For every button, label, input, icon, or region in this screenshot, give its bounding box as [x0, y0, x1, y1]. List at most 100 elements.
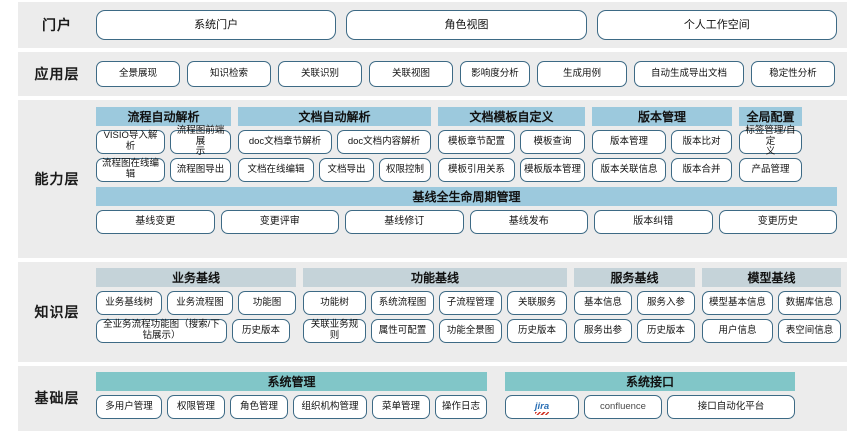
know-fn-r1-3[interactable]: 历史版本	[507, 319, 567, 343]
group-title-system-interface: 系统接口	[505, 372, 795, 391]
knowledge-group-business: 业务基线 业务基线树 业务流程图 功能图 全业务流程功能图（搜索/下 钻展示） …	[96, 268, 296, 357]
layer-body-foundation: 系统管理 多用户管理 权限管理 角色管理 组织机构管理 菜单管理 操作日志 系统…	[96, 366, 847, 431]
base-sys-0[interactable]: 多用户管理	[96, 395, 162, 419]
know-fn-r1-2[interactable]: 功能全景图	[439, 319, 502, 343]
portal-item-2[interactable]: 个人工作空间	[596, 10, 837, 40]
cap-doc-r1-2[interactable]: 权限控制	[379, 158, 431, 182]
group-title-version: 版本管理	[592, 107, 732, 126]
layer-body-portal: 系统门户 角色视图 个人工作空间	[96, 10, 847, 40]
group-title-global: 全局配置	[739, 107, 802, 126]
cap-ver-r0-1[interactable]: 版本比对	[671, 130, 732, 154]
baseline-item-5[interactable]: 变更历史	[718, 210, 837, 234]
group-title-business-baseline: 业务基线	[96, 268, 296, 287]
capability-groups: 流程自动解析 VISIO导入解析 流程图前端展 示 流程图在线编辑 流程图导出 …	[96, 107, 837, 182]
portal-item-1[interactable]: 角色视图	[346, 10, 587, 40]
cap-doc-r1-0[interactable]: 文档在线编辑	[238, 158, 314, 182]
know-svc-r0-0[interactable]: 基本信息	[574, 291, 632, 315]
jira-logo: jira	[534, 400, 550, 416]
layer-label-portal: 门户	[42, 16, 72, 33]
knowledge-group-model: 模型基线 模型基本信息 数据库信息 用户信息 表空间信息	[702, 268, 841, 357]
baseline-item-4[interactable]: 版本纠错	[594, 210, 713, 234]
capability-group-template: 文档模板自定义 模板章节配置 模板查询 模板引用关系 模板版本管理	[438, 107, 585, 182]
cap-ver-r1-0[interactable]: 版本关联信息	[592, 158, 666, 182]
group-title-system-management: 系统管理	[96, 372, 487, 391]
cap-doc-r1-1[interactable]: 文档导出	[319, 158, 374, 182]
app-item-4[interactable]: 影响度分析	[460, 61, 530, 87]
cap-doc-r0-1[interactable]: doc文档内容解析	[337, 130, 431, 154]
baseline-items: 基线变更 变更评审 基线修订 基线发布 版本纠错 变更历史	[96, 210, 837, 234]
base-if-2[interactable]: 接口自动化平台	[667, 395, 795, 419]
know-bus-r0-2[interactable]: 功能图	[238, 291, 296, 315]
capability-group-global: 全局配置 标签管理/自定 义 产品管理	[739, 107, 802, 182]
know-mdl-r0-1[interactable]: 数据库信息	[778, 291, 841, 315]
layer-portal: 门户 系统门户 角色视图 个人工作空间	[18, 2, 847, 48]
layer-body-application: 全景展现 知识检索 关联识别 关联视图 影响度分析 生成用例 自动生成导出文档 …	[96, 61, 847, 87]
app-item-6[interactable]: 自动生成导出文档	[634, 61, 744, 87]
foundation-group-sysmgmt: 系统管理 多用户管理 权限管理 角色管理 组织机构管理 菜单管理 操作日志	[96, 372, 487, 426]
base-sys-5[interactable]: 操作日志	[435, 395, 487, 419]
layer-application: 应用层 全景展现 知识检索 关联识别 关联视图 影响度分析 生成用例 自动生成导…	[18, 52, 847, 96]
base-sys-1[interactable]: 权限管理	[167, 395, 225, 419]
foundation-groups: 系统管理 多用户管理 权限管理 角色管理 组织机构管理 菜单管理 操作日志 系统…	[96, 366, 837, 431]
cap-glb-r1-0[interactable]: 产品管理	[739, 158, 802, 182]
app-item-7[interactable]: 稳定性分析	[751, 61, 835, 87]
baseline-title: 基线全生命周期管理	[96, 187, 837, 206]
base-if-0[interactable]: jira	[505, 395, 579, 419]
app-item-3[interactable]: 关联视图	[369, 61, 453, 87]
know-bus-r0-1[interactable]: 业务流程图	[167, 291, 233, 315]
know-fn-r0-1[interactable]: 系统流程图	[371, 291, 434, 315]
cap-ver-r1-1[interactable]: 版本合并	[671, 158, 732, 182]
cap-glb-r0-0[interactable]: 标签管理/自定 义	[739, 125, 802, 157]
know-mdl-r0-0[interactable]: 模型基本信息	[702, 291, 773, 315]
baseline-item-3[interactable]: 基线发布	[469, 210, 588, 234]
cap-tpl-r0-1[interactable]: 模板查询	[520, 130, 585, 154]
group-title-doc: 文档自动解析	[238, 107, 431, 126]
layer-foundation: 基础层 系统管理 多用户管理 权限管理 角色管理 组织机构管理 菜单管理 操作日…	[18, 366, 847, 431]
know-fn-r0-3[interactable]: 关联服务	[507, 291, 567, 315]
know-fn-r1-0[interactable]: 关联业务规则	[303, 319, 366, 343]
know-svc-r0-1[interactable]: 服务入参	[637, 291, 695, 315]
cap-tpl-r1-0[interactable]: 模板引用关系	[438, 158, 515, 182]
app-item-2[interactable]: 关联识别	[278, 61, 362, 87]
knowledge-group-service: 服务基线 基本信息 服务入参 服务出参 历史版本	[574, 268, 695, 357]
know-bus-r1-0[interactable]: 全业务流程功能图（搜索/下 钻展示）	[96, 319, 227, 343]
cap-flow-r0-1[interactable]: 流程图前端展 示	[170, 125, 231, 157]
cap-flow-r1-0[interactable]: 流程图在线编辑	[96, 158, 165, 182]
cap-ver-r0-0[interactable]: 版本管理	[592, 130, 666, 154]
know-bus-r1-1[interactable]: 历史版本	[232, 319, 290, 343]
layer-label-foundation: 基础层	[34, 390, 80, 407]
base-sys-3[interactable]: 组织机构管理	[293, 395, 367, 419]
layer-body-knowledge: 业务基线 业务基线树 业务流程图 功能图 全业务流程功能图（搜索/下 钻展示） …	[96, 262, 851, 362]
cap-tpl-r1-1[interactable]: 模板版本管理	[520, 158, 585, 182]
know-fn-r1-1[interactable]: 属性可配置	[371, 319, 434, 343]
base-sys-2[interactable]: 角色管理	[230, 395, 288, 419]
know-bus-r0-0[interactable]: 业务基线树	[96, 291, 162, 315]
capability-group-version: 版本管理 版本管理 版本比对 版本关联信息 版本合并	[592, 107, 732, 182]
cap-tpl-r0-0[interactable]: 模板章节配置	[438, 130, 515, 154]
know-mdl-r1-1[interactable]: 表空间信息	[778, 319, 841, 343]
baseline-item-0[interactable]: 基线变更	[96, 210, 215, 234]
app-item-5[interactable]: 生成用例	[537, 61, 627, 87]
know-svc-r1-0[interactable]: 服务出参	[574, 319, 632, 343]
layer-knowledge: 知识层 业务基线 业务基线树 业务流程图 功能图 全业务流程功能图（搜索/下 钻…	[18, 262, 847, 362]
application-items: 全景展现 知识检索 关联识别 关联视图 影响度分析 生成用例 自动生成导出文档 …	[96, 61, 837, 87]
base-sys-4[interactable]: 菜单管理	[372, 395, 430, 419]
know-fn-r0-0[interactable]: 功能树	[303, 291, 366, 315]
cap-flow-r0-0[interactable]: VISIO导入解析	[96, 130, 165, 154]
cap-doc-r0-0[interactable]: doc文档章节解析	[238, 130, 332, 154]
capability-group-flow: 流程自动解析 VISIO导入解析 流程图前端展 示 流程图在线编辑 流程图导出	[96, 107, 231, 182]
base-if-1[interactable]: confluence	[584, 395, 662, 419]
portal-item-0[interactable]: 系统门户	[96, 10, 337, 40]
baseline-item-1[interactable]: 变更评审	[220, 210, 339, 234]
know-svc-r1-1[interactable]: 历史版本	[637, 319, 695, 343]
app-item-1[interactable]: 知识检索	[187, 61, 271, 87]
know-mdl-r1-0[interactable]: 用户信息	[702, 319, 773, 343]
layer-body-capability: 流程自动解析 VISIO导入解析 流程图前端展 示 流程图在线编辑 流程图导出 …	[96, 100, 847, 258]
layer-capability: 能力层 流程自动解析 VISIO导入解析 流程图前端展 示 流程图在线编辑 流程…	[18, 100, 847, 258]
baseline-item-2[interactable]: 基线修订	[345, 210, 464, 234]
know-fn-r0-2[interactable]: 子流程管理	[439, 291, 502, 315]
cap-flow-r1-1[interactable]: 流程图导出	[170, 158, 231, 182]
group-title-service-baseline: 服务基线	[574, 268, 695, 287]
app-item-0[interactable]: 全景展现	[96, 61, 180, 87]
knowledge-groups: 业务基线 业务基线树 业务流程图 功能图 全业务流程功能图（搜索/下 钻展示） …	[96, 262, 841, 362]
